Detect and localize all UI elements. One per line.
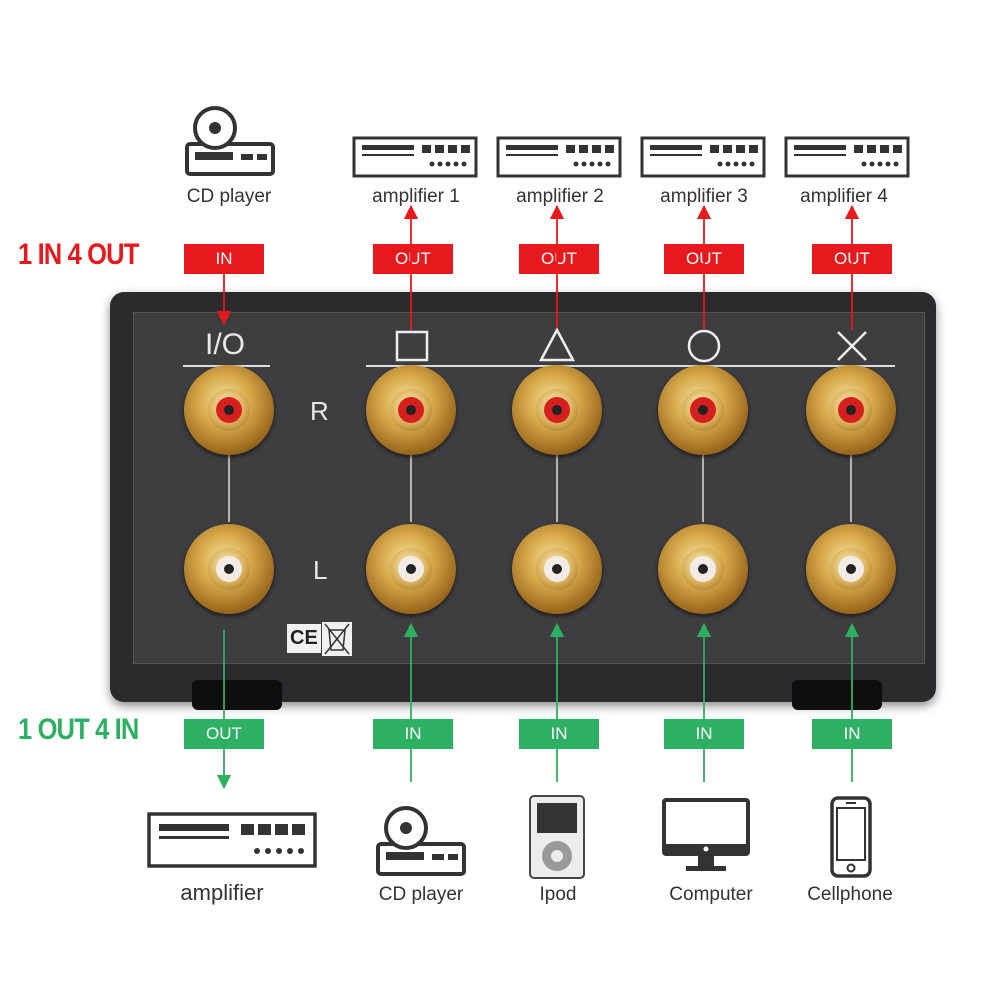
bottom-device-label-cd-player: CD player [378,884,464,905]
channel-r-label: R [310,396,329,426]
top-device-label-amplifier-2: amplifier 2 [516,186,604,207]
rca-jack-l-cross[interactable] [806,524,896,614]
square-symbol [395,330,429,362]
mode-label-1-out-4-in: 1 OUT 4 IN [18,713,139,746]
rca-jack-r-io[interactable] [184,365,274,455]
rca-jack-r-cross[interactable] [806,365,896,455]
bottom-device-label-cellphone: Cellphone [807,884,893,905]
tag-out: OUT [184,719,264,749]
io-label: I/O [205,328,246,361]
tag-in: IN [519,719,599,749]
top-device-label-amplifier-1: amplifier 1 [372,186,460,207]
tag-in: IN [373,719,453,749]
circle-symbol [687,329,721,363]
ce-mark: CE [287,624,321,653]
rca-jack-l-triangle[interactable] [512,524,602,614]
rear-panel [133,312,925,664]
bottom-device-label-amplifier: amplifier [180,880,264,905]
rca-jack-l-circle[interactable] [658,524,748,614]
mode-label-1-in-4-out: 1 IN 4 OUT [18,238,139,271]
cd-player-icon [185,106,275,176]
rca-jack-l-io[interactable] [184,524,274,614]
rca-jack-l-square[interactable] [366,524,456,614]
cd-player-icon [376,806,466,876]
tag-out: OUT [373,244,453,274]
rubber-foot [192,680,282,710]
rca-jack-r-triangle[interactable] [512,365,602,455]
amplifier-icon [147,812,317,868]
top-device-label-amplifier-4: amplifier 4 [800,186,888,207]
cellphone-icon [830,796,872,878]
top-device-label-amplifier-3: amplifier 3 [660,186,748,207]
bottom-device-label-ipod: Ipod [539,884,577,905]
amplifier-icon [784,136,910,178]
triangle-symbol [538,327,576,362]
rubber-foot [792,680,882,710]
amplifier-icon [352,136,478,178]
tag-in: IN [184,244,264,274]
tag-in: IN [812,719,892,749]
top-device-label-cd-player: CD player [186,186,272,207]
ipod-icon [529,795,585,879]
rca-jack-r-circle[interactable] [658,365,748,455]
rca-jack-r-square[interactable] [366,365,456,455]
amplifier-icon [496,136,622,178]
computer-icon [662,798,750,871]
channel-l-label: L [313,555,328,585]
tag-out: OUT [519,244,599,274]
bottom-device-label-computer: Computer [669,884,753,905]
tag-in: IN [664,719,744,749]
amplifier-icon [640,136,766,178]
